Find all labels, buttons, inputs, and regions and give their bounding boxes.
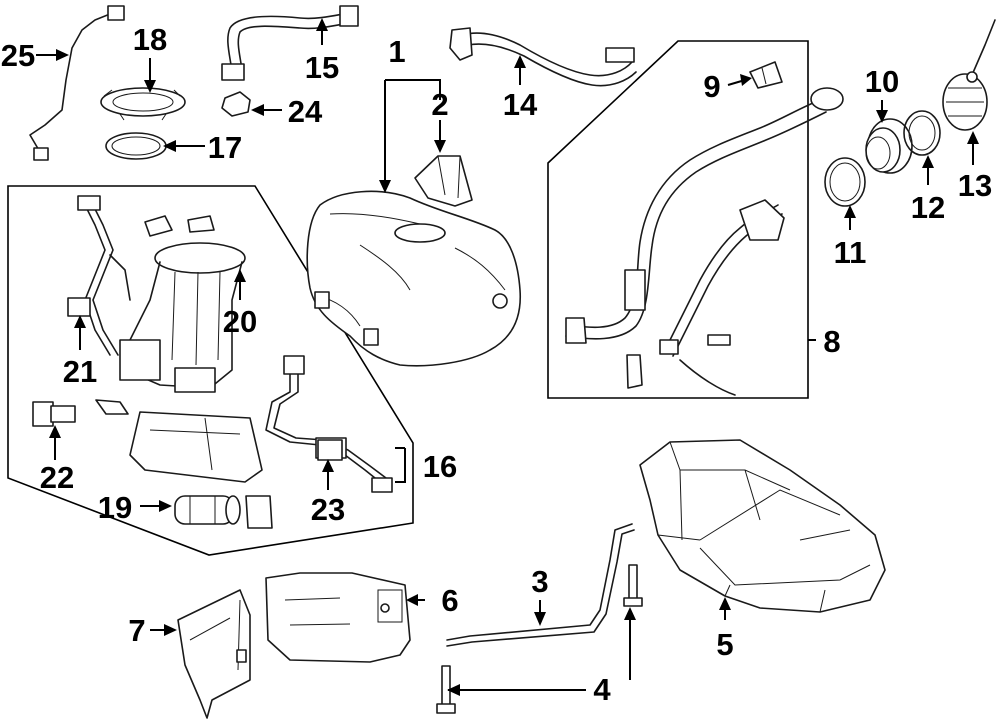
pump-wiring <box>67 195 131 356</box>
callout-21: 21 <box>63 354 97 389</box>
bolt-upper <box>623 564 643 607</box>
callout-23: 23 <box>311 492 345 527</box>
vent-hose <box>449 27 637 87</box>
leaders <box>36 18 979 696</box>
check-valve <box>221 91 251 117</box>
callout-17: 17 <box>208 130 242 165</box>
fuel-cap <box>942 19 996 131</box>
callout-18: 18 <box>133 22 167 57</box>
callout-19: 19 <box>98 490 132 525</box>
lock-ring <box>100 87 186 121</box>
callout-5: 5 <box>716 627 733 662</box>
tank-strap <box>446 523 635 647</box>
sensor-wire <box>29 5 125 161</box>
gasket-outer <box>824 157 866 207</box>
callout-9: 9 <box>703 69 720 104</box>
callout-8: 8 <box>823 324 840 359</box>
callout-14: 14 <box>503 87 538 122</box>
callout-12: 12 <box>911 190 945 225</box>
wiring-connector <box>317 439 343 461</box>
callout-15: 15 <box>305 50 339 85</box>
callout-16: 16 <box>423 449 457 484</box>
filler-pipe-group-frame <box>547 40 809 399</box>
filler-neck-ring <box>865 118 913 174</box>
callouts: 1 2 3 4 5 6 7 8 9 10 11 12 13 14 15 16 1… <box>1 22 992 707</box>
callout-4: 4 <box>593 672 611 707</box>
tank-cushion <box>414 155 473 207</box>
callout-1: 1 <box>388 34 405 69</box>
callout-3: 3 <box>531 564 548 599</box>
fuel-pump-module <box>119 215 246 393</box>
callout-22: 22 <box>40 460 74 495</box>
fuel-pump-group-frame <box>7 185 414 556</box>
side-protector <box>177 589 251 719</box>
callout-2: 2 <box>431 87 448 122</box>
fuel-tank <box>306 190 522 367</box>
heat-insulator <box>265 572 411 663</box>
callout-24: 24 <box>288 94 323 129</box>
bolt-lower <box>436 665 456 714</box>
callout-10: 10 <box>865 64 899 99</box>
callout-7: 7 <box>128 613 145 648</box>
callout-13: 13 <box>958 168 992 203</box>
sender-base <box>129 411 263 483</box>
fuel-filler-pipe <box>565 87 844 396</box>
callout-25: 25 <box>1 38 35 73</box>
callout-20: 20 <box>223 304 257 339</box>
fuel-pump <box>174 495 273 529</box>
gasket-inner <box>903 110 941 156</box>
fuel-tank-shield <box>639 439 886 613</box>
callout-6: 6 <box>441 583 458 618</box>
pressure-regulator <box>32 399 129 427</box>
evap-hose <box>221 5 359 81</box>
filler-bracket <box>749 61 783 89</box>
pump-gasket <box>105 132 167 160</box>
callout-11: 11 <box>834 235 867 270</box>
